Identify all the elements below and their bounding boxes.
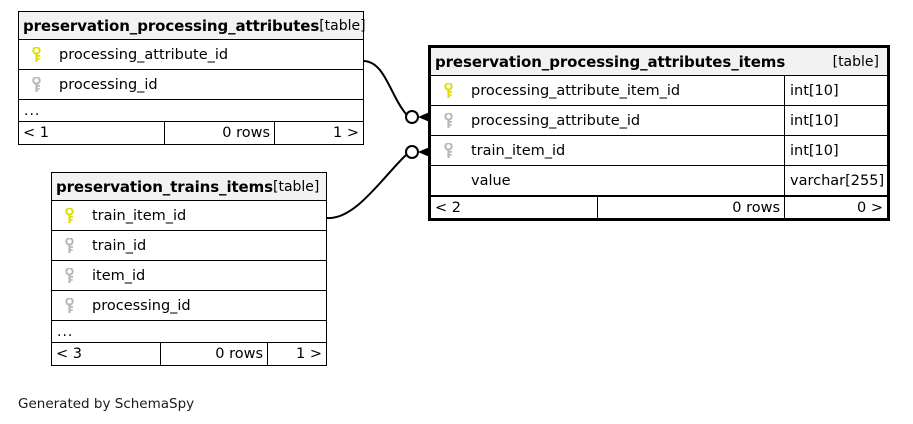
more-columns-ellipsis: ... (52, 321, 326, 343)
table-row[interactable]: processing_attribute_item_id int[10] (431, 76, 887, 106)
table-preservation-processing-attributes[interactable]: preservation_processing_attributes [tabl… (18, 11, 366, 145)
pager-row-count: 0 rows (160, 343, 267, 365)
primary-key-icon (58, 207, 80, 224)
foreign-key-icon (58, 237, 80, 254)
column-cell: train_item_id (431, 136, 784, 165)
table-kind-label: [table] (319, 17, 366, 34)
pager-prev-button[interactable]: < 1 (23, 125, 49, 141)
primary-key-icon (437, 82, 459, 99)
edge-endpoint-circle (405, 145, 419, 159)
foreign-key-icon (58, 297, 80, 314)
foreign-key-icon (437, 112, 459, 129)
column-cell: processing_attribute_item_id (431, 76, 784, 105)
column-cell: value (431, 166, 784, 195)
pager-prev-button[interactable]: < 2 (435, 199, 461, 216)
column-cell: processing_id (52, 291, 326, 320)
pager-row-count: 0 rows (597, 197, 784, 218)
table-preservation-trains-items[interactable]: preservation_trains_items [table] train_… (51, 172, 327, 366)
more-columns-ellipsis: ... (19, 100, 363, 122)
column-name: processing_attribute_id (471, 112, 641, 129)
column-cell: item_id (52, 261, 326, 290)
table-pager: < 1 0 rows 1 > (19, 122, 363, 144)
column-name: train_id (92, 237, 147, 254)
edge-endpoint-circle (405, 110, 419, 124)
table-row[interactable]: value varchar[255] (431, 166, 887, 196)
column-type: varchar[255] (784, 166, 887, 195)
table-title: preservation_processing_attributes_items (435, 52, 786, 71)
column-name: train_item_id (92, 207, 187, 224)
table-title: preservation_trains_items (56, 177, 273, 196)
foreign-key-icon (25, 76, 47, 93)
relationship-edge-train-item-id (326, 145, 432, 220)
column-cell: processing_attribute_id (19, 40, 363, 69)
pager-next-button[interactable]: 0 > (784, 197, 887, 218)
column-name: processing_id (59, 76, 158, 93)
column-name: processing_attribute_id (59, 46, 229, 63)
column-cell: processing_attribute_id (431, 106, 784, 135)
relationship-edge-processing-attribute-id (363, 60, 432, 124)
table-row[interactable]: train_item_id (52, 201, 326, 231)
table-preservation-processing-attributes-items[interactable]: preservation_processing_attributes_items… (428, 45, 890, 221)
table-pager: < 2 0 rows 0 > (431, 196, 887, 218)
column-type: int[10] (784, 136, 887, 165)
column-name: train_item_id (471, 142, 566, 159)
foreign-key-icon (58, 267, 80, 284)
column-type: int[10] (784, 106, 887, 135)
column-name: processing_id (92, 297, 191, 314)
table-row[interactable]: train_item_id int[10] (431, 136, 887, 166)
table-header: preservation_processing_attributes_items… (431, 48, 887, 76)
table-title: preservation_processing_attributes (23, 16, 320, 35)
column-name: value (471, 172, 511, 189)
column-cell: train_id (52, 231, 326, 260)
foreign-key-icon (437, 142, 459, 159)
table-kind-label: [table] (832, 53, 879, 70)
primary-key-icon (25, 46, 47, 63)
pager-next-button[interactable]: 1 > (267, 343, 326, 365)
pager-row-count: 0 rows (164, 122, 274, 144)
table-row[interactable]: item_id (52, 261, 326, 291)
column-cell: processing_id (19, 70, 363, 99)
table-row[interactable]: processing_attribute_id int[10] (431, 106, 887, 136)
column-name: processing_attribute_item_id (471, 82, 681, 99)
column-type: int[10] (784, 76, 887, 105)
column-cell: train_item_id (52, 201, 326, 230)
table-header: preservation_processing_attributes [tabl… (19, 12, 366, 40)
table-header: preservation_trains_items [table] (52, 173, 326, 201)
table-row[interactable]: processing_id (52, 291, 326, 321)
table-row[interactable]: processing_attribute_id (19, 40, 363, 70)
pager-prev-button[interactable]: < 3 (56, 346, 82, 362)
column-name: item_id (92, 267, 146, 284)
table-kind-label: [table] (273, 178, 320, 195)
table-pager: < 3 0 rows 1 > (52, 343, 326, 365)
table-row[interactable]: train_id (52, 231, 326, 261)
pager-next-button[interactable]: 1 > (274, 122, 363, 144)
table-row[interactable]: processing_id (19, 70, 363, 100)
generator-note: Generated by SchemaSpy (18, 396, 195, 412)
